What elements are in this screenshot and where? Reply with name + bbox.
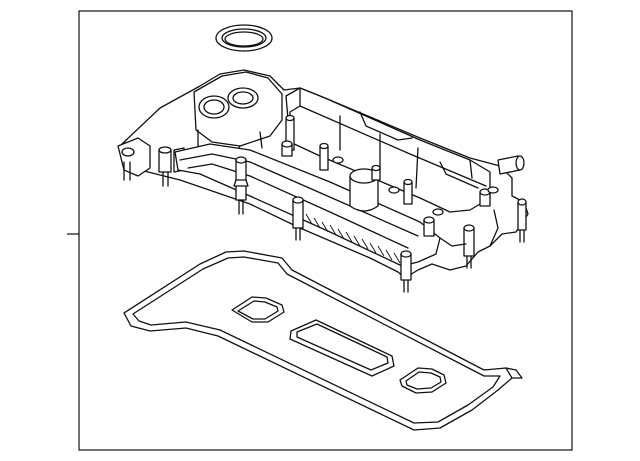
valve-cover-gasket	[123, 250, 523, 431]
top-studs	[281, 114, 413, 205]
valve-cover-assembly	[117, 69, 529, 293]
oil-filler-seal-ring	[215, 24, 273, 52]
diagram-frame	[78, 10, 573, 451]
bolt-studs	[233, 156, 527, 293]
